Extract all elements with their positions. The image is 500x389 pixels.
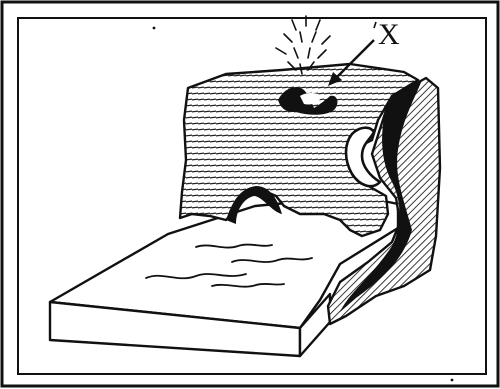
label-x-tick	[373, 21, 377, 29]
cliff-face-hatched	[326, 76, 442, 326]
cliff-shadow-rim	[340, 80, 422, 312]
water-ripples	[145, 243, 313, 288]
figure-inner-frame	[17, 17, 487, 375]
spray-lines	[275, 15, 331, 75]
label-x: X	[378, 18, 400, 51]
arch-overhang	[226, 186, 282, 224]
label-x-arrowhead	[328, 72, 342, 86]
upland-plateau	[178, 62, 420, 238]
speck	[450, 378, 454, 382]
blowhole-inner	[300, 93, 322, 105]
label-x-arrow	[333, 39, 375, 81]
side-cave-opening	[344, 126, 382, 188]
speck	[152, 26, 156, 30]
